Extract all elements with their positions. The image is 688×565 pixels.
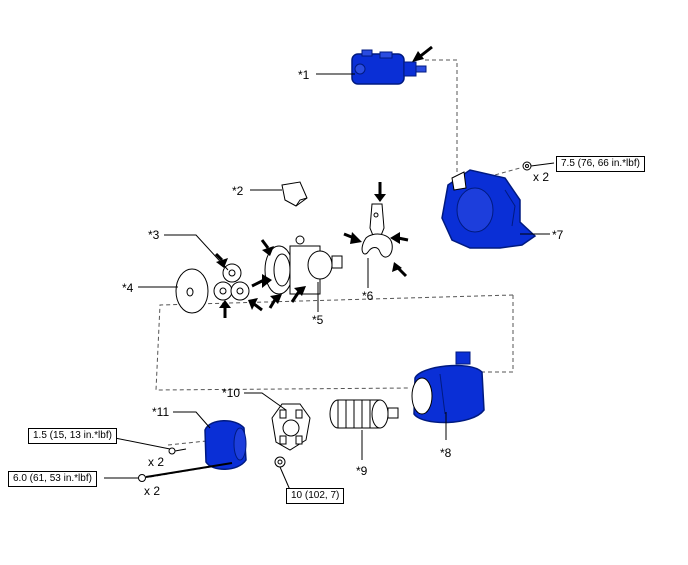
- dash-gear-loop: [155, 294, 514, 391]
- dash-solenoid-housing: [425, 59, 458, 175]
- part-9-armature: [329, 399, 399, 429]
- callout-1: *1: [298, 68, 310, 82]
- callout-11: *11: [152, 405, 170, 419]
- part-10-brush-holder: [271, 403, 311, 451]
- brush-holder-nut: [274, 456, 286, 468]
- callout-5: *5: [312, 313, 324, 327]
- leader-torque-1: [530, 162, 555, 167]
- callout-6: *6: [362, 289, 374, 303]
- arrow-solenoid: [412, 45, 433, 62]
- callout-9: *9: [356, 464, 368, 478]
- long-bolt-head: [138, 474, 146, 482]
- callout-2: *2: [232, 184, 244, 198]
- callout-4: *4: [122, 281, 134, 295]
- arrow-lever-top: [374, 182, 386, 202]
- part-7-starter-housing: [441, 169, 537, 249]
- callout-10: *10: [222, 386, 241, 400]
- part-6-drive-lever: [361, 203, 393, 258]
- torque-spec-1: 7.5 (76, 66 in.*lbf): [556, 156, 645, 172]
- bolts: [138, 447, 233, 482]
- leader-torque-4: [279, 466, 291, 491]
- arrow-lever-left: [343, 232, 362, 244]
- quantity-nut: x 2: [533, 170, 550, 184]
- leader-10: [244, 392, 287, 411]
- arrow-shaft-low2: [290, 286, 306, 303]
- long-bolt-shank: [145, 462, 233, 478]
- torque-spec-3: 6.0 (61, 53 in.*lbf): [8, 471, 97, 487]
- leader-11: [173, 411, 211, 429]
- part-8-yoke: [411, 351, 485, 424]
- part-11-end-cover: [204, 420, 247, 470]
- torque-spec-4: 10 (102, 7): [286, 488, 345, 504]
- torque-spec-2: 1.5 (15, 13 in.*lbf): [28, 428, 117, 444]
- small-bolt-shank: [174, 448, 187, 452]
- part-5-output-shaft: [264, 235, 343, 295]
- arrow-lever-right: [390, 232, 409, 244]
- arrow-shaft-left: [251, 274, 272, 288]
- part-3-planetary-gears: [213, 263, 250, 301]
- quantity-small-bolt: x 2: [148, 455, 165, 469]
- arrow-shaft-top: [260, 239, 274, 256]
- dash-housing-yoke-right: [480, 295, 514, 373]
- arrow-shaft-low1: [268, 294, 282, 309]
- part-1-magnetic-switch: [351, 49, 427, 85]
- part-4-plate: [175, 268, 209, 314]
- arrow-lever-bottom: [392, 262, 408, 278]
- callout-3: *3: [148, 228, 160, 242]
- leader-lines: [99, 73, 555, 491]
- quantity-long-bolt: x 2: [144, 484, 161, 498]
- callout-7: *7: [552, 228, 564, 242]
- callout-8: *8: [440, 446, 452, 460]
- arrows: [214, 45, 433, 318]
- arrow-gear-bottom: [219, 300, 231, 318]
- leader-3: [164, 234, 229, 271]
- housing-nut: [522, 161, 532, 171]
- arrow-gear-right: [248, 298, 263, 312]
- part-2-small-cover: [281, 181, 308, 207]
